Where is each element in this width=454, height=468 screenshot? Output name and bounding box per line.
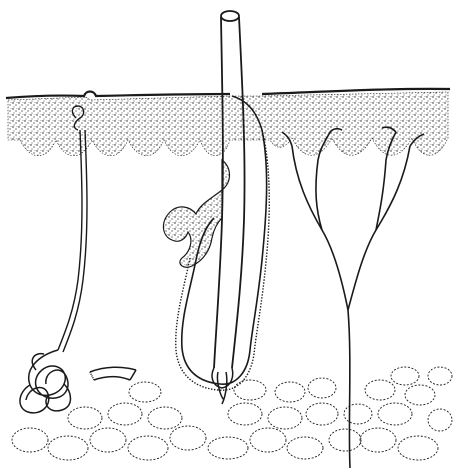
blood-vessel	[90, 367, 136, 380]
hair-papilla	[212, 368, 233, 404]
hair-shaft	[214, 11, 245, 368]
nerve-branches	[282, 127, 424, 468]
sweat-gland	[20, 350, 71, 413]
sebaceous-gland	[163, 160, 229, 267]
epidermis	[8, 92, 448, 156]
